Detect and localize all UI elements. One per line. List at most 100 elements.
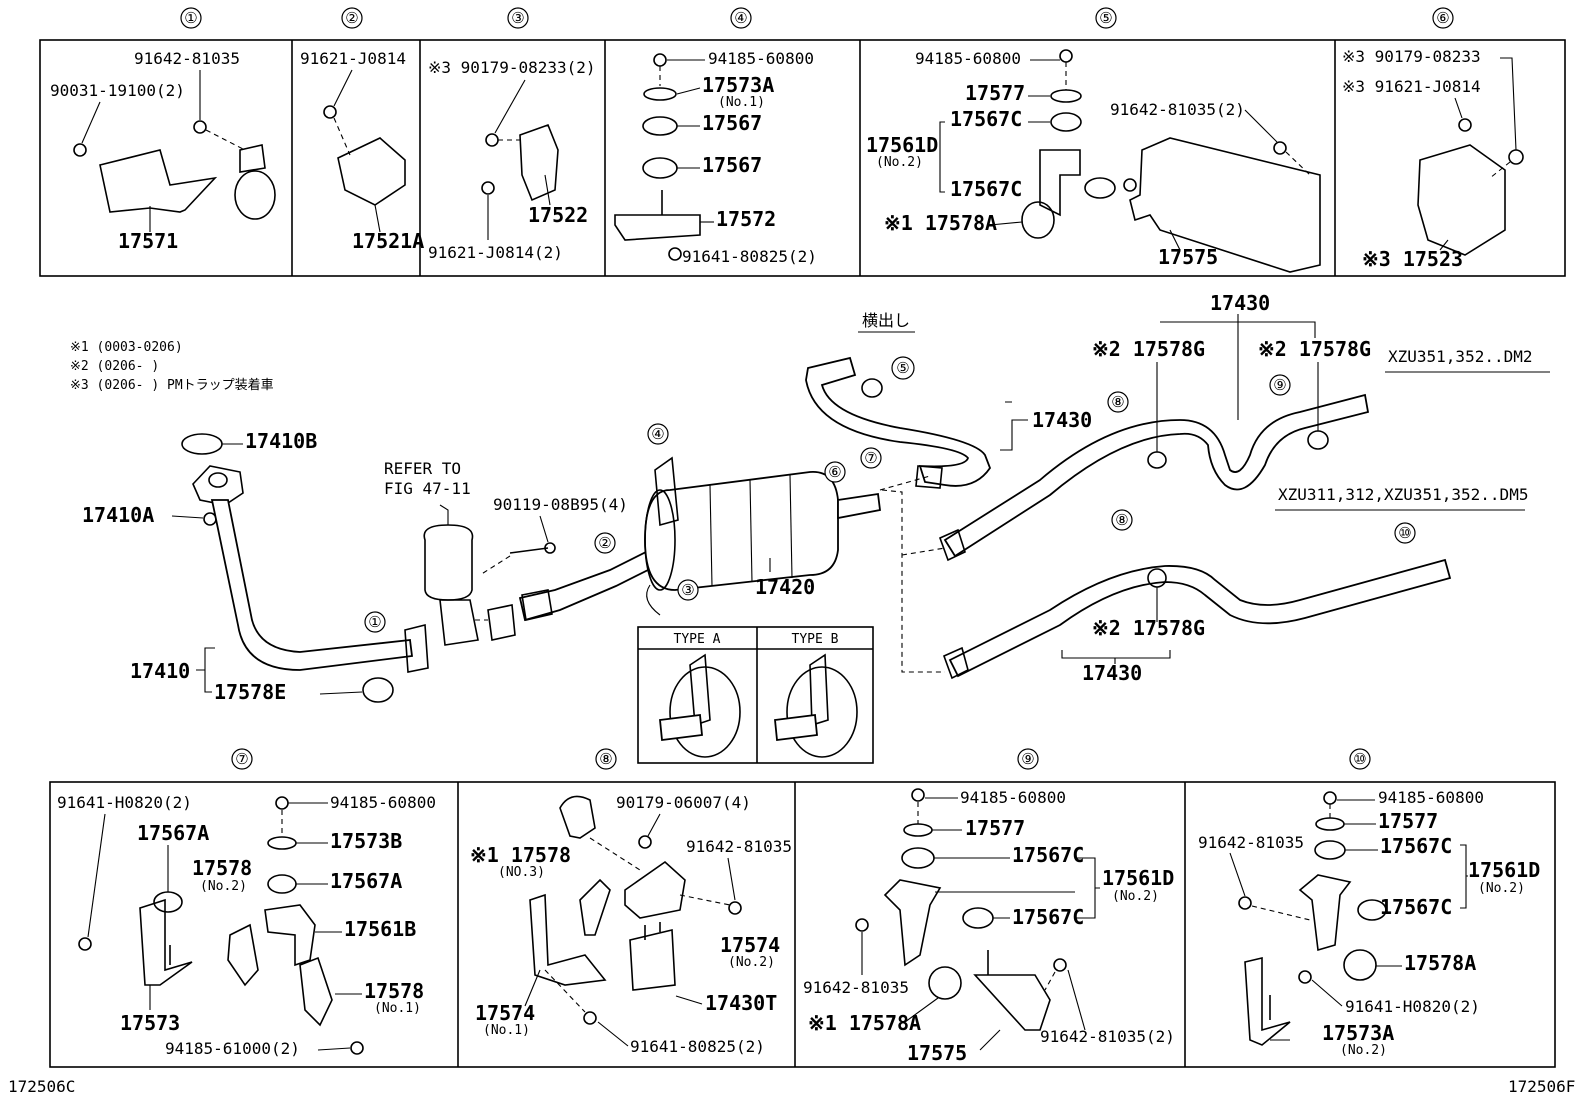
- label-17561D: 17561D: [866, 133, 938, 157]
- detail-8: 90179-06007(4) ※1 17578 (NO.3) 91642-810…: [470, 793, 792, 1056]
- label-17575: 17575: [907, 1041, 967, 1065]
- clamp-17578E-icon: [362, 677, 394, 703]
- muffler-tail-pipe: [837, 492, 881, 520]
- label-91641-H0820: 91641-H0820(2): [1345, 997, 1480, 1016]
- label-91621-J0814: 91621-J0814: [300, 49, 406, 68]
- tail-pipe-side-exit: [805, 356, 992, 487]
- bracket-17573A-shape: [1244, 956, 1291, 1046]
- label-17523: ※3 17523: [1362, 247, 1463, 271]
- nut-icon: [1323, 791, 1337, 805]
- gasket-17410B-icon: [181, 433, 223, 455]
- bracket-17561B-shape: [264, 904, 316, 967]
- bolt-icon: [583, 1011, 597, 1025]
- label-91641-H0820: 91641-H0820(2): [57, 793, 192, 812]
- main-assembly: 17410B 17410A 17410 17578E ① REFER TO FI…: [82, 291, 1550, 764]
- bolt-icon: [668, 247, 682, 261]
- detail-1: 91642-81035 90031-19100(2) 17571: [50, 49, 276, 253]
- label-17567-upper: 17567: [702, 111, 762, 135]
- label-17574-no1-sub: (No.1): [483, 1023, 530, 1038]
- label-17578A: 17578A: [1404, 951, 1476, 975]
- bracket-17561D-shape: [1039, 149, 1081, 217]
- label-17410A: 17410A: [82, 503, 154, 527]
- label-17574-no1: 17574: [475, 1001, 535, 1025]
- label-17430-low: 17430: [1082, 661, 1142, 685]
- label-17578G-3: ※2 17578G: [1092, 616, 1205, 640]
- callout-10: ⑩: [1398, 524, 1411, 542]
- rubber-mount-icon: [1084, 177, 1116, 199]
- label-90119-08B95: 90119-08B95(4): [493, 495, 628, 514]
- front-pipe-rear-flange: [404, 623, 429, 673]
- bolt-icon: [323, 105, 337, 119]
- label-17420: 17420: [755, 575, 815, 599]
- clamp-17578-no2-shape: [227, 923, 259, 987]
- label-17567-lower: 17567: [702, 153, 762, 177]
- label-17567C-upper: 17567C: [950, 107, 1022, 131]
- model-label-dm2: XZU351,352..DM2: [1388, 347, 1533, 366]
- label-17561D-no2: (No.2): [1478, 881, 1525, 896]
- label-91642-81035: 91642-81035: [803, 978, 909, 997]
- label-17561D-no2: (No.2): [1112, 889, 1159, 904]
- bolt-icon: [1458, 118, 1472, 132]
- detail-3: ※3 90179-08233(2) 91621-J0814(2) 17522: [428, 58, 596, 262]
- bracket-17575-shape: [1129, 137, 1321, 273]
- label-17567C-upper: 17567C: [1380, 834, 1452, 858]
- pipe-clamp-ring: [1343, 949, 1377, 981]
- detail-number-9: ⑨: [1021, 750, 1034, 768]
- nut-icon: [485, 133, 499, 147]
- clamp-17578G-icon: [1147, 451, 1167, 469]
- note-2: ※2 (0206- ): [70, 359, 159, 374]
- pipe-clamp-ring: [234, 170, 276, 220]
- label-94185-61000: 94185-61000(2): [165, 1039, 300, 1058]
- footer-right-code: 172506F: [1508, 1077, 1575, 1096]
- bolt-icon: [78, 937, 92, 951]
- label-17571: 17571: [118, 229, 178, 253]
- label-17573A: 17573A: [702, 73, 774, 97]
- label-91621-J0814: ※3 91621-J0814: [1342, 77, 1481, 96]
- nut-icon: [911, 788, 925, 802]
- notes: ※1 (0003-0206) ※2 (0206- ) ※3 (0206- ) P…: [70, 340, 274, 393]
- label-17578-no1: 17578: [364, 979, 424, 1003]
- refer-to-text: REFER TO: [384, 459, 461, 478]
- label-17561D: 17561D: [1102, 866, 1174, 890]
- bracket-17574-no2-shape: [624, 860, 686, 919]
- label-91641-80825: 91641-80825(2): [682, 247, 817, 266]
- label-91642-81035-x2: 91642-81035(2): [1110, 100, 1245, 119]
- detail-10: 94185-60800 17577 91642-81035 17567C 175…: [1198, 788, 1540, 1058]
- tail-pipe-dm2: [943, 393, 1370, 558]
- type-inset: [637, 626, 874, 764]
- type-b-label: TYPE B: [792, 632, 839, 647]
- note-3: ※3 (0206- ) PMトラップ装着車: [70, 377, 274, 393]
- callout-7: ⑦: [864, 449, 877, 467]
- washer-icon: [643, 87, 677, 101]
- label-17561D: 17561D: [1468, 858, 1540, 882]
- footer-left-code: 172506C: [8, 1077, 75, 1096]
- label-17578G-1: ※2 17578G: [1092, 337, 1205, 361]
- label-17578-no3-sub: (NO.3): [498, 865, 545, 880]
- nut-icon: [1508, 149, 1524, 165]
- bracket-17574-no1-shape: [529, 878, 611, 986]
- type-b-muffler-end: [786, 666, 858, 758]
- label-17567C-lower: 17567C: [1012, 905, 1084, 929]
- clamp-17578G-icon: [1307, 430, 1329, 450]
- callout-5: ⑤: [896, 359, 909, 377]
- rubber-mount-icon: [642, 157, 678, 179]
- label-91642-81035: 91642-81035: [134, 49, 240, 68]
- rubber-mount-icon: [1050, 112, 1082, 132]
- flange-plate: [487, 604, 516, 641]
- label-17410: 17410: [130, 659, 190, 683]
- detail-6: ※3 90179-08233 ※3 91621-J0814 ※3 17523: [1342, 47, 1524, 271]
- label-17430-top: 17430: [1210, 291, 1270, 315]
- detail-number-6: ⑥: [1436, 9, 1449, 27]
- bracket-17571-shape: [99, 149, 218, 213]
- heat-insulator-17523-shape: [1417, 144, 1506, 256]
- washer-icon: [1050, 89, 1082, 103]
- label-17578A: ※1 17578A: [808, 1011, 921, 1035]
- label-94185-60800: 94185-60800: [708, 49, 814, 68]
- clamp-shape: [239, 144, 266, 173]
- nut-icon: [1059, 49, 1073, 63]
- top-frame: [39, 39, 1566, 277]
- label-17567A-left: 17567A: [137, 821, 209, 845]
- bolt-icon: [481, 181, 495, 195]
- bolt-icon: [73, 143, 87, 157]
- bracket-17575-shape: [973, 974, 1051, 1031]
